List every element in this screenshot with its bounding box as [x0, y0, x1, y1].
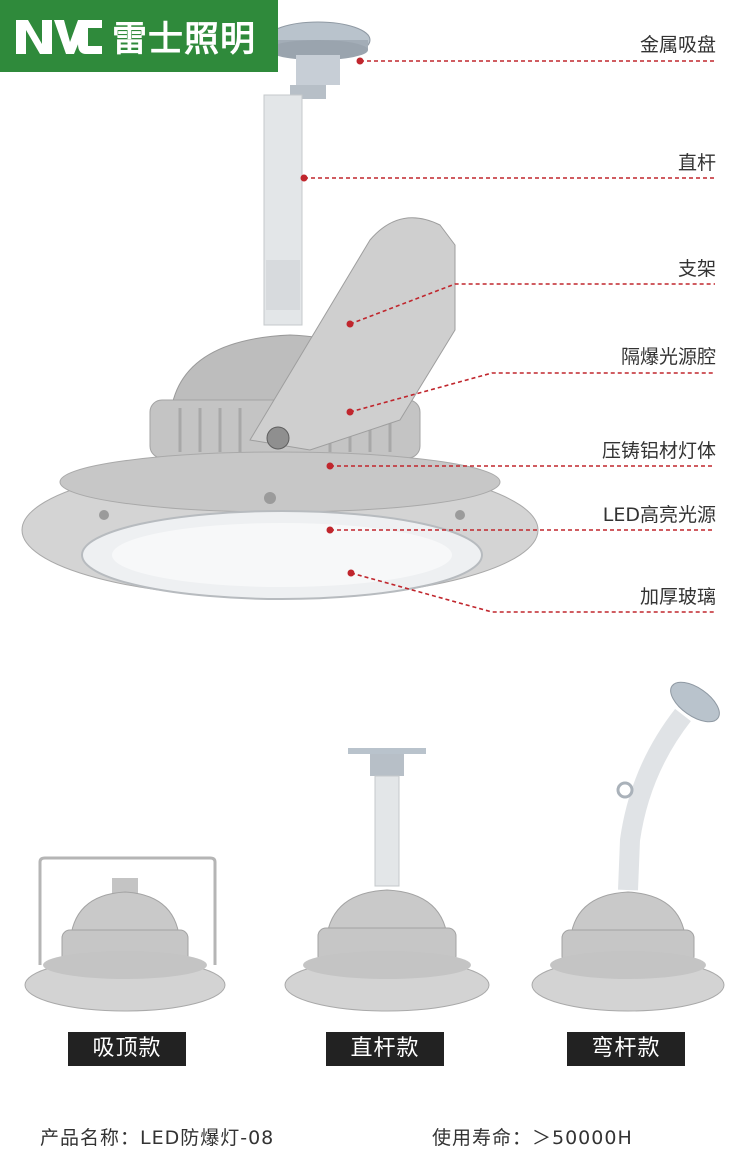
brand-logo: 雷士照明 [0, 0, 278, 72]
brand-name: 雷士照明 [112, 19, 257, 60]
variant-illustrations [24, 681, 725, 1012]
callout-led-light-source: LED高亮光源 [602, 504, 716, 526]
nvc-logo-mark [16, 20, 102, 54]
spec-lifespan: 使用寿命：＞50000H [432, 1127, 633, 1149]
ceiling-mount-lamp-image [24, 856, 226, 1012]
straight-rod-lamp-image [284, 748, 490, 1012]
callout-lines [300, 57, 715, 613]
callout-die-cast-aluminum-body: 压铸铝材灯体 [601, 440, 716, 462]
callout-explosion-proof-chamber: 隔爆光源腔 [620, 346, 716, 368]
bent-rod-lamp-image [531, 681, 725, 1012]
callout-bracket: 支架 [677, 258, 716, 280]
callout-straight-rod: 直杆 [677, 152, 716, 174]
variant-label-ceiling-mount: 吸顶款 [68, 1032, 186, 1066]
callout-thick-glass: 加厚玻璃 [639, 586, 716, 608]
variant-label-bent-rod: 弯杆款 [567, 1032, 685, 1066]
variant-label-straight-rod: 直杆款 [326, 1032, 444, 1066]
callout-metal-suction-cup: 金属吸盘 [639, 34, 716, 56]
spec-product-name: 产品名称：LED防爆灯-08 [40, 1127, 275, 1149]
main-lamp-illustration [21, 21, 539, 600]
